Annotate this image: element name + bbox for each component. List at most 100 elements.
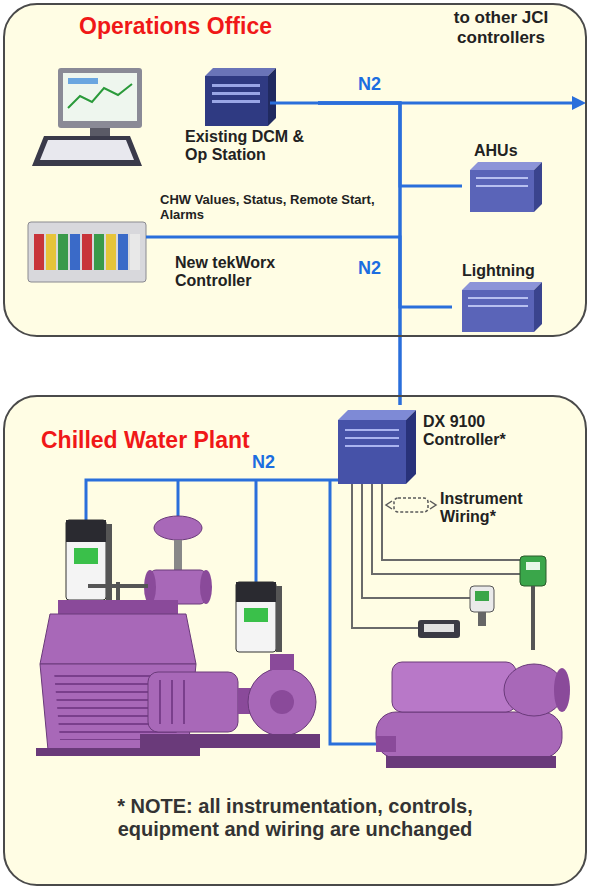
tekworx-controller [58,234,68,270]
tekworx-controller [106,234,116,270]
pump-vfd [236,582,276,652]
dcm-device [268,68,276,126]
tekworx-controller [118,234,128,270]
dcm-device [212,100,260,103]
pump [140,734,320,748]
panel-grounds [4,4,586,336]
dcm-device [205,76,268,126]
chiller [392,662,516,712]
tower-vfd [106,524,112,600]
panel-heading: Chilled Water Plant [41,427,261,453]
computer-icon [90,128,110,136]
plant-n2-wiring [255,480,258,582]
ahu-controller [476,177,528,179]
n2-bus [146,96,586,237]
chiller [376,662,570,768]
plant-n2-wiring [177,480,180,516]
dcm-device [205,68,276,76]
n2-bus [146,236,342,239]
cooling-tower [88,584,148,588]
panel-grounds [4,396,586,885]
wiring-bracket [394,498,428,512]
tekworx-controller [94,234,104,270]
control-valve [154,516,202,540]
pump [159,680,161,724]
instruments [470,586,494,612]
tekworx-controller [46,234,56,270]
computer-icon [58,68,142,128]
dx9100-box [338,420,406,484]
pump-vfd [244,608,268,622]
instruments [526,562,540,570]
control-valve [200,570,212,604]
lighting-controller [534,282,542,332]
ahu-controller [470,170,534,212]
pump [248,668,316,736]
pump-vfd [236,582,282,652]
ahu-controller [476,185,528,187]
pump [148,672,238,732]
dx9100-box [345,445,399,447]
pump-vfd [236,582,276,602]
computer-icon [68,78,98,84]
controller-node: New tekWorx Controller [25,222,342,302]
region-panel: Operations OfficeExisting DCM & Op Stati… [3,3,587,337]
chiller [554,668,570,712]
panel-heading: Operations Office [79,13,379,39]
computer-icon [40,140,134,160]
tower-vfd [74,548,98,564]
footnote: * NOTE: all instrumentation, controls, e… [80,795,510,841]
node-label: Lightning [462,262,546,280]
lighting-controller [462,290,534,332]
ahu-controller [470,162,542,170]
wiring-bracket [386,498,436,512]
tekworx-controller [70,234,80,270]
device-node: AHUs [462,140,546,214]
device-node: Lightning [452,258,548,334]
computer-icon [68,84,132,108]
network-note: to other JCI controllers [416,8,586,47]
bus-label: N2 [252,452,288,473]
control-valve [150,570,206,604]
dcm-device [205,68,276,126]
wiring-bracket [430,501,436,509]
dx9100-box [338,410,416,420]
lighting-controller [462,282,542,290]
instruments [478,612,486,626]
bus-label: N2 [358,258,394,279]
tower-vfd [66,520,106,542]
instruments [418,556,546,650]
dx9100-box [406,410,416,484]
pump-vfd [276,586,282,652]
panel-grounds [4,4,586,885]
control-valve [174,540,182,570]
cooling-tower [58,600,178,614]
n2-bus [572,96,586,110]
instruments [424,624,454,632]
computer-icon [32,68,142,166]
tekworx-controller [130,234,140,270]
node-label: Existing DCM & Op Station [185,128,315,165]
instruments [520,556,546,586]
computer-icon [63,73,137,121]
lighting-controller [468,297,528,299]
pump [183,680,185,724]
dx9100-box [338,410,416,484]
instruments [418,620,460,638]
instruments [531,586,535,650]
control-valve [144,516,212,604]
n2-connector [318,103,462,186]
wiring-bracket [386,501,392,509]
node-label: New tekWorx Controller [175,254,337,291]
lighting-controller [468,305,528,307]
cooling-tower [36,748,200,756]
node-label: DX 9100 Controller* [423,413,563,450]
cooling-tower [40,614,196,664]
computer-icon [32,136,142,166]
chiller [376,736,396,752]
ahu-controller [470,162,542,212]
dx9100-box [345,429,399,431]
n2-bus [270,102,574,105]
node-label: AHUs [474,142,544,160]
